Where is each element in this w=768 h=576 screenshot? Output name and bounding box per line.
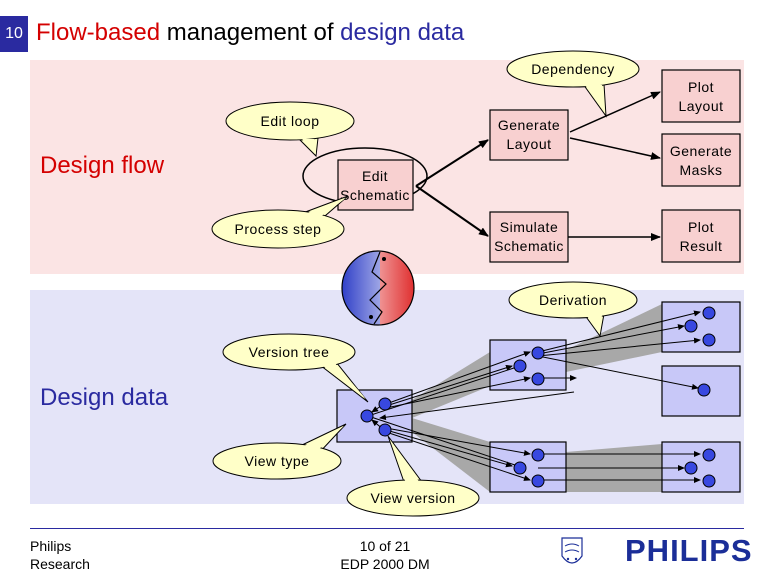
view-version-callout: View version	[346, 435, 480, 517]
dependency-callout: Dependency	[506, 50, 640, 118]
arrow-edit-to-layout	[415, 139, 489, 187]
arrow-layout-to-masks	[569, 137, 661, 160]
footer-org-line2: Research	[30, 556, 90, 572]
design-data-label: Design data	[40, 384, 169, 411]
version-tree-callout: Version tree	[222, 333, 369, 403]
version-nodes	[360, 306, 716, 488]
version-tree-text: Version tree	[249, 344, 330, 360]
title-design-data: design data	[340, 19, 465, 46]
source-view-box	[336, 389, 413, 443]
plot-layout-line1: Plot	[688, 79, 714, 95]
edit-schematic-line2: Schematic	[340, 187, 410, 203]
arrow-edit-to-simulate	[415, 185, 489, 237]
edit-loop-text: Edit loop	[261, 113, 320, 129]
plot-result-line2: Result	[680, 238, 723, 254]
simulate-schematic-line2: Schematic	[494, 238, 564, 254]
derivation-callout: Derivation	[508, 281, 638, 338]
derived-view-box-lower	[489, 441, 567, 493]
generate-layout-line1: Generate	[498, 117, 560, 133]
philips-logo: PHILIPS	[625, 533, 753, 568]
derivation-text: Derivation	[539, 292, 607, 308]
footer-org-line1: Philips	[30, 538, 72, 554]
generate-masks-box: Generate Masks	[661, 133, 741, 187]
edit-loop-callout: Edit loop	[225, 101, 355, 158]
flow-data-sphere-icon	[341, 250, 415, 326]
plot-layout-line2: Layout	[678, 98, 723, 114]
final-view-box-1	[661, 301, 741, 353]
generate-masks-line1: Generate	[670, 143, 732, 159]
footer-page-number: 10 of 21	[359, 538, 411, 554]
footer-organization: Philips Research	[30, 537, 90, 573]
process-step-text: Process step	[235, 221, 322, 237]
generate-layout-box: Generate Layout	[489, 109, 569, 161]
title-flow-based: Flow-based	[36, 19, 161, 46]
plot-layout-box: Plot Layout	[661, 69, 741, 123]
title-middle: management of	[160, 19, 341, 46]
final-view-box-3	[661, 441, 741, 493]
footer-rule	[30, 528, 744, 529]
derivation-band-upper-right	[566, 304, 662, 372]
simulate-schematic-line1: Simulate	[500, 219, 558, 235]
plot-result-line1: Plot	[688, 219, 714, 235]
derivation-arrows	[367, 310, 701, 483]
dependency-text: Dependency	[531, 61, 615, 77]
simulate-schematic-box: Simulate Schematic	[489, 211, 569, 263]
edit-schematic-line1: Edit	[362, 168, 388, 184]
generate-layout-line2: Layout	[506, 136, 551, 152]
slide-number: 10	[0, 16, 28, 52]
footer-event: EDP 2000 DM	[340, 556, 430, 572]
design-flow-label: Design flow	[40, 152, 165, 179]
philips-shield-icon	[561, 537, 583, 564]
view-type-text: View type	[245, 453, 310, 469]
view-version-text: View version	[370, 490, 455, 506]
footer-center: 10 of 21 EDP 2000 DM	[335, 537, 435, 573]
generate-masks-line2: Masks	[680, 162, 723, 178]
plot-result-box: Plot Result	[661, 209, 741, 263]
process-step-callout: Process step	[211, 195, 349, 249]
page-title: Flow-based management of design data	[36, 16, 464, 50]
arrow-layout-to-plot	[569, 91, 661, 133]
view-type-callout: View type	[212, 423, 347, 480]
edit-schematic-box: Edit Schematic	[337, 159, 414, 211]
